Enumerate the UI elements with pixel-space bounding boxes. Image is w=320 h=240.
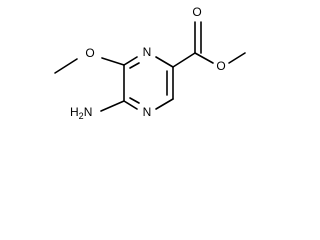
ring-bond-n1-c2 (155, 56, 174, 68)
atom-amino-sub: 2 (79, 111, 84, 121)
bond-c2-carbonyl-c (172, 52, 196, 68)
atom-ring-n-top: N (143, 45, 152, 59)
bond-ester-o-methyl (228, 52, 246, 64)
atom-amino-group: H2N (70, 105, 92, 121)
chemical-structure-canvas: N N O O O H2N (54, 5, 246, 121)
atom-ring-n-bottom: N (143, 105, 152, 119)
bond-c5-nh2 (100, 100, 125, 112)
ring-bond-c6-n1 (123, 56, 138, 66)
ring-bond-n4-c5-inner (129, 97, 140, 104)
bond-o-methyl (54, 58, 78, 74)
ring-bond-n1-c6-inner (129, 62, 140, 69)
ring-bond-n4-c5 (123, 100, 138, 110)
atom-amino-n: N (84, 105, 93, 119)
atom-amino-h: H (70, 105, 79, 119)
ring-bond-c3-n4 (155, 98, 174, 110)
atom-carbonyl-o: O (192, 5, 201, 19)
atom-methoxy-o: O (85, 46, 94, 60)
bond-c6-o-methoxy (101, 57, 125, 66)
bond-carbonyl-c-ester-o (194, 52, 214, 64)
atom-ester-o: O (216, 59, 225, 73)
